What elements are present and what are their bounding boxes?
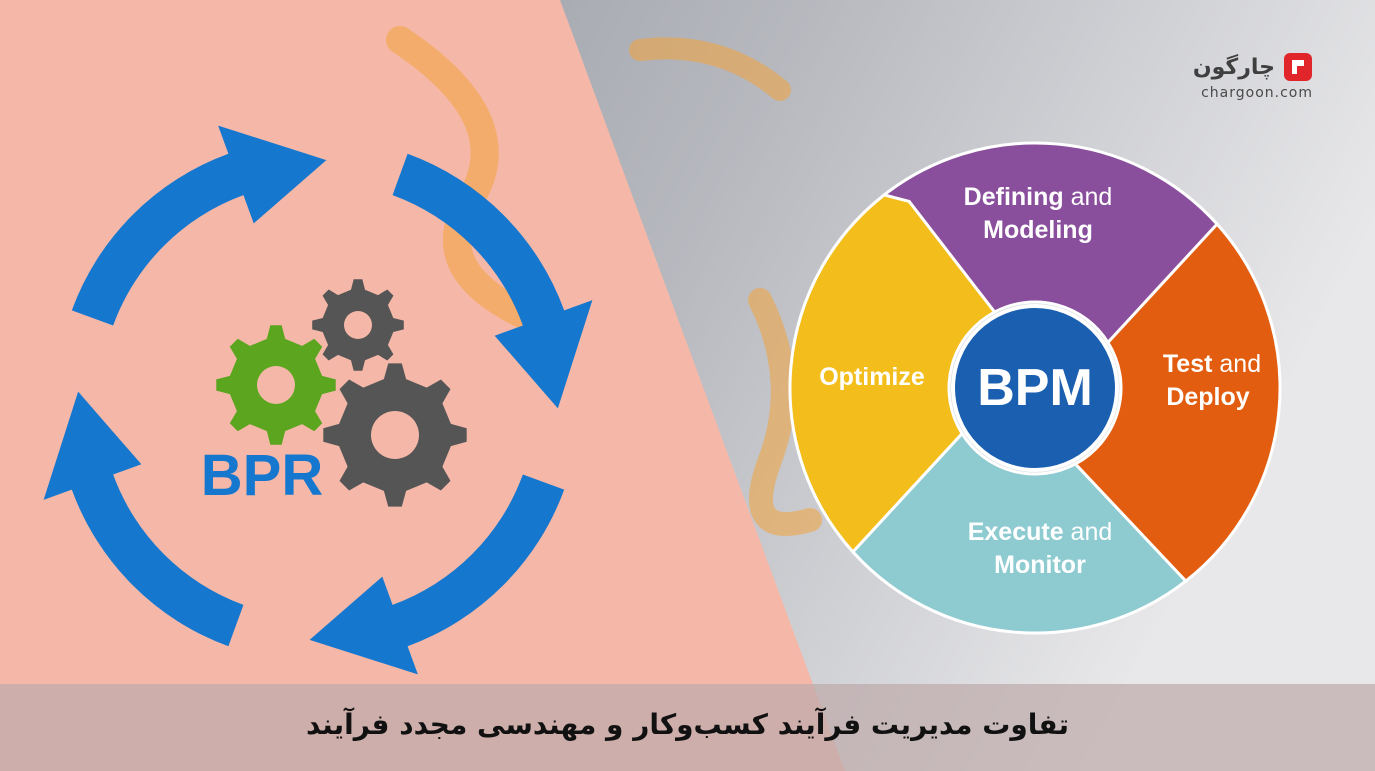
bpm-segment-optimize <box>788 193 997 555</box>
bpm-segment-test <box>1073 221 1282 583</box>
gear-green-icon <box>216 325 336 445</box>
bpm-center-circle <box>951 304 1119 472</box>
bpr-label: BPR <box>201 443 323 508</box>
execute-label-line2: Monitor <box>994 551 1086 579</box>
caption-title: تفاوت مدیریت فرآیند کسب‌وکار و مهندسی مج… <box>306 708 1069 741</box>
chargoon-logo-icon <box>1284 53 1312 81</box>
logo-domain: chargoon.com <box>1201 85 1313 101</box>
defining-label-line2: Modeling <box>983 216 1093 244</box>
gear-large-gray-icon <box>323 363 467 507</box>
test-label: Test and <box>1163 350 1261 378</box>
caption-bar: تفاوت مدیریت فرآیند کسب‌وکار و مهندسی مج… <box>0 684 1375 771</box>
execute-label: Execute and <box>968 518 1113 546</box>
gear-hole <box>344 311 372 339</box>
cycle-arrow-4 <box>43 391 244 647</box>
brand-logo: چارگون chargoon.com <box>1133 52 1313 101</box>
gear-small-gray-icon <box>312 279 404 371</box>
logo-name: چارگون <box>1192 54 1275 80</box>
bpm-segment-execute <box>851 431 1189 635</box>
defining-label: Defining and <box>964 183 1113 211</box>
bpm-segment-defining <box>881 141 1219 345</box>
cycle-arrow-3 <box>309 474 565 675</box>
optimize-label: Optimize <box>819 363 925 391</box>
gear-hole <box>257 366 295 404</box>
bpr-cycle-arrows <box>43 125 593 675</box>
cycle-arrow-1 <box>71 125 327 326</box>
cycle-arrow-2 <box>392 153 593 409</box>
gear-hole <box>371 411 419 459</box>
bpm-center-label: BPM <box>977 359 1093 417</box>
test-label-line2: Deploy <box>1166 383 1249 411</box>
bpm-wheel: BPM Defining and Modeling Test and Deplo… <box>788 141 1282 635</box>
